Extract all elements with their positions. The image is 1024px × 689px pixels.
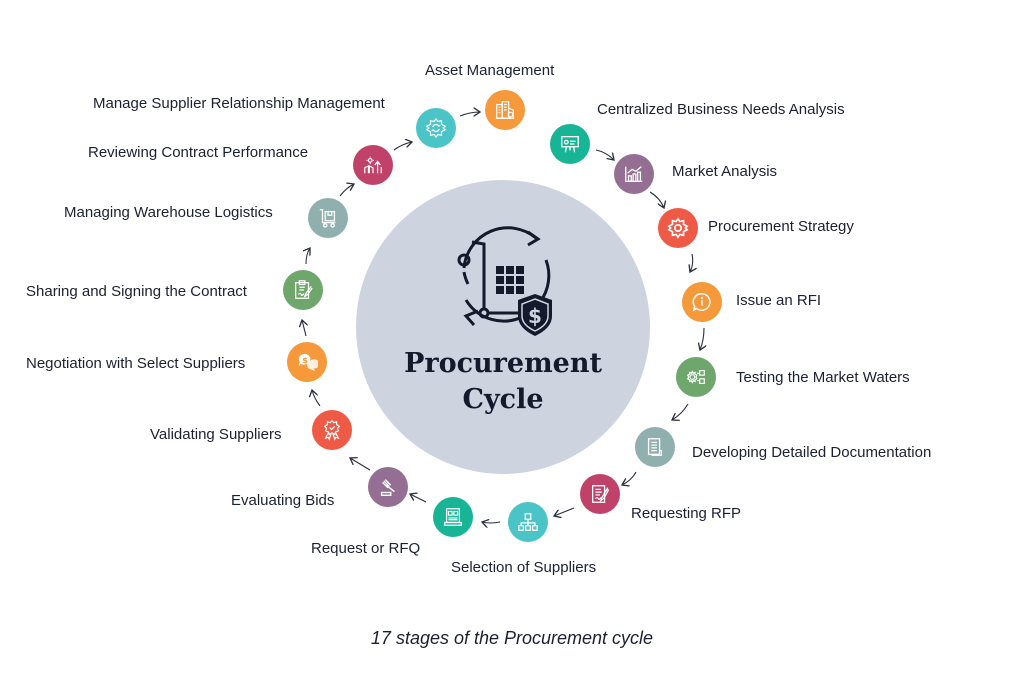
stage-2-label: Market Analysis	[672, 163, 778, 180]
info-bubble-icon	[692, 293, 711, 312]
stage-9-label: Request or RFQ	[311, 540, 421, 557]
performance-growth-icon	[364, 156, 382, 174]
stage-8-label: Selection of Suppliers	[451, 559, 597, 576]
stage-13-node	[283, 270, 323, 310]
stage-11-node	[312, 410, 352, 450]
stage-3-label: Procurement Strategy	[708, 218, 854, 235]
stage-13-label: Sharing and Signing the Contract	[26, 283, 247, 300]
stage-5-node	[676, 357, 716, 397]
stage-12-node: $	[287, 342, 327, 382]
gear-checklist-icon	[686, 369, 705, 385]
document-signature-icon	[592, 485, 609, 503]
stage-6-node	[635, 427, 675, 467]
dollar-chat-icon: $	[298, 353, 318, 372]
hub-title-line1: Procurement	[404, 348, 602, 379]
stage-1-label: Centralized Business Needs Analysis	[597, 101, 845, 118]
stage-2-node	[614, 154, 654, 194]
stage-3-node	[658, 208, 698, 248]
stage-7-node	[580, 474, 620, 514]
stage-1-node	[550, 124, 590, 164]
procurement-cart-cycle-icon: $	[457, 226, 552, 336]
stage-14-node	[308, 198, 348, 238]
stage-12-label: Negotiation with Select Suppliers	[26, 355, 246, 372]
stage-6-label: Developing Detailed Documentation	[692, 444, 932, 461]
stage-16-label: Manage Supplier Relationship Management	[93, 95, 385, 112]
award-badge-icon	[323, 419, 341, 441]
stage-11-label: Validating Suppliers	[150, 426, 282, 443]
diagram-caption: 17 stages of the Procurement cycle	[370, 628, 654, 648]
stage-17-label: Asset Management	[425, 62, 555, 79]
stage-8-node	[508, 502, 548, 542]
stage-5-label: Testing the Market Waters	[736, 369, 910, 386]
presentation-board-icon	[561, 136, 579, 153]
register-form-icon	[444, 508, 462, 526]
stage-7-label: Requesting RFP	[631, 505, 742, 522]
stage-14-label: Managing Warehouse Logistics	[64, 204, 273, 221]
stage-15-label: Reviewing Contract Performance	[88, 144, 309, 161]
stage-16-node	[416, 108, 456, 148]
gear-icon	[667, 217, 689, 239]
stage-4-node	[682, 282, 722, 322]
hub-title-line2: Cycle	[462, 384, 544, 415]
sync-gear-icon	[425, 117, 447, 139]
procurement-cycle-hub: $ Procurement Cycle	[356, 180, 650, 474]
clipboard-sign-icon	[295, 280, 313, 299]
stage-10-node	[368, 467, 408, 507]
stage-17-node	[485, 90, 525, 130]
stage-10-label: Evaluating Bids	[231, 492, 335, 509]
bar-chart-growth-icon	[625, 166, 643, 182]
stage-9-node	[433, 497, 473, 537]
buildings-icon	[495, 101, 515, 119]
stage-15-node	[353, 145, 393, 185]
svg-text:$: $	[528, 304, 542, 328]
svg-text:$: $	[302, 355, 308, 365]
org-chart-icon	[518, 513, 538, 531]
stage-4-label: Issue an RFI	[736, 292, 822, 309]
hub-title: Procurement Cycle	[356, 346, 650, 418]
document-icon	[647, 438, 663, 456]
gavel-icon	[380, 479, 395, 496]
warehouse-trolley-icon	[319, 209, 336, 228]
